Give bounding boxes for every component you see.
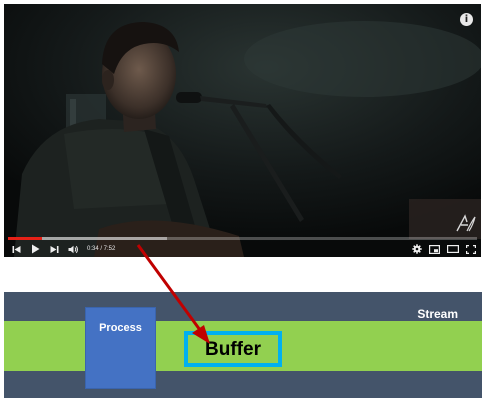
video-frame[interactable] [4, 4, 481, 257]
process-label: Process [99, 322, 142, 334]
stream-diagram: Stream Process Buffer [4, 292, 482, 398]
player-controls: 0:34 / 7:52 [4, 241, 481, 257]
stream-band [4, 321, 482, 371]
right-controls [412, 242, 476, 256]
time-display: 0:34 / 7:52 [87, 246, 116, 252]
video-player[interactable]: i 0:34 / 7:52 [4, 4, 481, 257]
watermark-icon[interactable] [455, 213, 477, 233]
theater-mode-icon[interactable] [447, 242, 459, 256]
skip-next-icon[interactable] [50, 242, 59, 256]
played-fill [8, 237, 42, 240]
fullscreen-icon[interactable] [466, 242, 476, 256]
volume-icon[interactable] [68, 242, 79, 256]
progress-bar[interactable] [8, 237, 477, 240]
stream-label: Stream [417, 307, 458, 321]
miniplayer-icon[interactable] [429, 242, 440, 256]
process-box: Process [85, 307, 156, 389]
play-icon[interactable] [31, 242, 40, 256]
info-icon[interactable]: i [460, 13, 473, 26]
settings-gear-icon[interactable] [412, 242, 422, 256]
skip-previous-icon[interactable] [12, 242, 21, 256]
buffer-label: Buffer [205, 339, 261, 360]
buffer-box: Buffer [184, 331, 282, 367]
buffered-fill [8, 237, 168, 240]
